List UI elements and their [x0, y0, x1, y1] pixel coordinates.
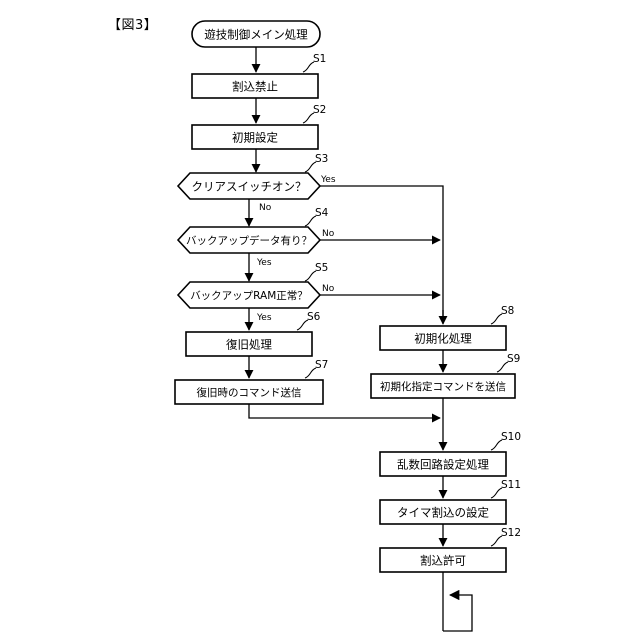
node-s8-label: 初期化処理 [414, 332, 472, 346]
step-label-s6: S6 [307, 311, 321, 323]
leader-s9 [496, 361, 509, 373]
node-s5-label: バックアップRAM正常？ [190, 289, 308, 302]
branch-label-s3-yes: Yes [320, 175, 336, 185]
leader-s4 [304, 215, 317, 227]
node-s10-label: 乱数回路設定処理 [397, 458, 489, 472]
leader-s10 [490, 439, 503, 451]
node-s7: 復旧時のコマンド送信 [174, 379, 324, 405]
node-s1: 割込禁止 [191, 73, 319, 99]
step-label-s4: S4 [315, 207, 329, 219]
step-label-s1: S1 [313, 53, 326, 65]
node-s11: タイマ割込の設定 [379, 499, 507, 525]
node-s2: 初期設定 [191, 124, 319, 150]
figure-number-label: 【図3】 [108, 18, 158, 33]
node-s6: 復旧処理 [185, 331, 313, 357]
step-label-s11: S11 [501, 479, 521, 491]
step-label-s9: S9 [507, 353, 520, 365]
node-s2-label: 初期設定 [232, 131, 278, 145]
leader-s7 [304, 367, 317, 379]
step-label-s3: S3 [315, 153, 328, 165]
leader-s5 [304, 270, 317, 282]
node-s9: 初期化指定コマンドを送信 [370, 373, 516, 399]
leader-s11 [490, 487, 503, 499]
node-start-label: 遊技制御メイン処理 [204, 28, 308, 42]
node-s12-label: 割込許可 [420, 554, 466, 568]
node-s8: 初期化処理 [379, 325, 507, 351]
leader-s3 [304, 161, 317, 173]
step-label-s5: S5 [315, 262, 328, 274]
node-s3: クリアスイッチオン？ [176, 172, 322, 200]
node-s5: バックアップRAM正常？ [176, 281, 322, 309]
node-s11-label: タイマ割込の設定 [397, 506, 489, 520]
node-s10: 乱数回路設定処理 [379, 451, 507, 477]
branch-label-s4-no: No [322, 229, 335, 239]
node-s9-label: 初期化指定コマンドを送信 [380, 380, 506, 393]
leader-s1 [302, 61, 315, 73]
edge-loop-back-arrow [443, 589, 473, 632]
node-start: 遊技制御メイン処理 [191, 20, 321, 48]
leader-s2 [302, 112, 315, 124]
node-s3-label: クリアスイッチオン？ [192, 180, 307, 194]
branch-label-s4-yes: Yes [256, 258, 272, 268]
leader-s12 [490, 535, 503, 547]
step-label-s2: S2 [313, 104, 326, 116]
edge-s7-to-trunk [248, 404, 441, 423]
branch-label-s5-no: No [322, 284, 335, 294]
step-label-s12: S12 [501, 527, 521, 539]
step-label-s8: S8 [501, 305, 514, 317]
node-s6-label: 復旧処理 [226, 338, 272, 352]
branch-label-s3-no: No [259, 203, 272, 213]
node-s4-label: バックアップデータ有り？ [186, 234, 312, 247]
node-s12: 割込許可 [379, 547, 507, 573]
leader-s8 [490, 313, 503, 325]
leader-s6 [296, 319, 309, 331]
branch-label-s5-yes: Yes [256, 313, 272, 323]
step-label-s10: S10 [501, 431, 521, 443]
step-label-s7: S7 [315, 359, 328, 371]
node-s7-label: 復旧時のコマンド送信 [197, 386, 302, 399]
node-s1-label: 割込禁止 [232, 80, 278, 94]
edge-s3-yes-to-trunk [320, 185, 444, 322]
node-s4: バックアップデータ有り？ [176, 226, 322, 254]
